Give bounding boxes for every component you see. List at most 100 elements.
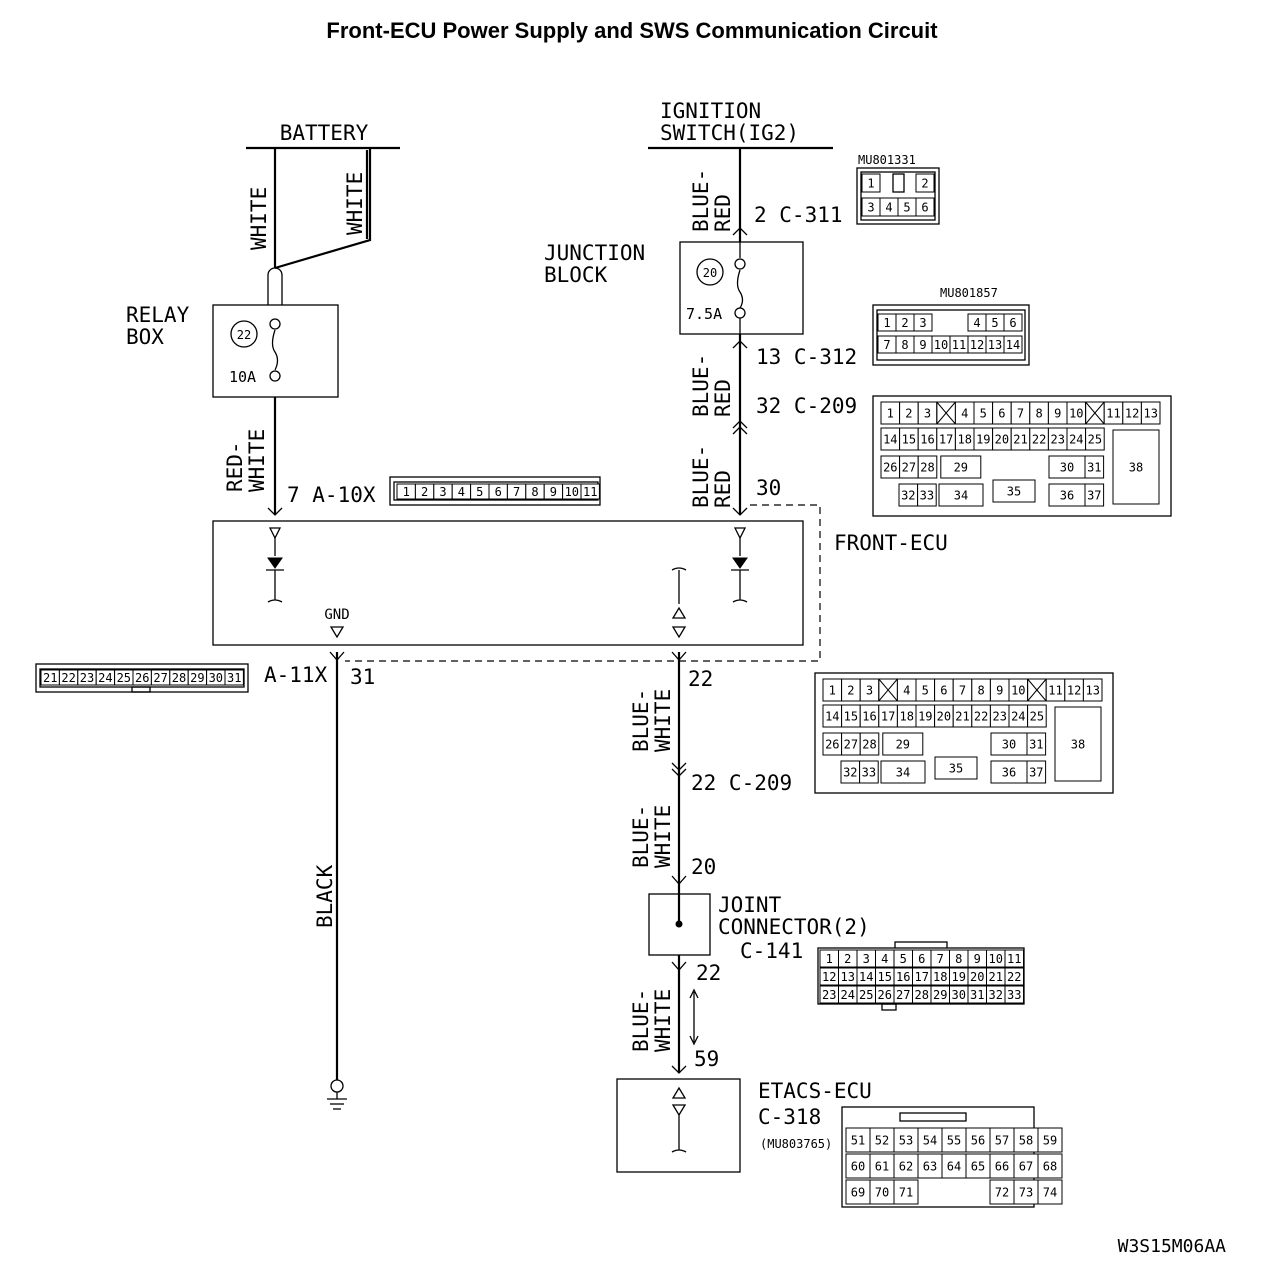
c311-part-number: MU801331 <box>858 153 916 167</box>
pin-number: 12 <box>822 970 836 984</box>
battery-circuit: BATTERY WHITE WHITE RELAY BOX 22 10A RED… <box>126 121 400 516</box>
wire-color-bw1-1: BLUE- <box>629 689 653 752</box>
pin-number: 24 <box>841 988 855 1002</box>
pin-31-label: 31 <box>350 665 375 689</box>
pin-number: 7 <box>1017 407 1024 421</box>
wire-color-bw2-1: BLUE- <box>629 805 653 868</box>
etacs-comm-down-arrow <box>671 1104 687 1117</box>
pin-number: 4 <box>881 952 888 966</box>
pin-number: 27 <box>902 461 916 475</box>
c209-top-connector-mark <box>732 420 748 435</box>
wire-color-blue-red-top-1: BLUE- <box>689 169 713 232</box>
comm-direction-arrows <box>689 988 699 1046</box>
pin-front30-label: 30 <box>756 476 781 500</box>
pin-number: 28 <box>915 988 929 1002</box>
pin-number: 74 <box>1043 1186 1057 1200</box>
etacs-connector-id: C-318 <box>758 1105 821 1129</box>
pin-number: 7 <box>883 338 890 352</box>
pin-number: 12 <box>1125 407 1139 421</box>
wire-color-bw2-2: WHITE <box>651 805 675 868</box>
joint-connector-id: C-141 <box>740 939 803 963</box>
pin-number: 24 <box>98 671 112 685</box>
pin-a11x-label: A-11X <box>264 663 328 687</box>
connector-cell <box>915 173 935 193</box>
wire-color-blue-red-top-2: RED <box>711 194 735 232</box>
pin-number: 23 <box>80 671 94 685</box>
pin-number: 28 <box>172 671 186 685</box>
pin-number: 25 <box>1088 433 1102 447</box>
pin-number: 5 <box>903 201 910 215</box>
pin-number: 31 <box>1087 461 1101 475</box>
pin-number: 2 <box>847 684 854 698</box>
relay-fuse-number-circle <box>230 320 258 348</box>
pin-number: 11 <box>1048 684 1062 698</box>
pin-number: 36 <box>1002 766 1016 780</box>
connector-cell <box>941 1153 967 1179</box>
wire-color-blue-red-low-1: BLUE- <box>689 445 713 508</box>
pin-number: 10 <box>989 952 1003 966</box>
jb-fuse-number: 20 <box>703 266 717 280</box>
unused-cavity-mark <box>1085 401 1105 425</box>
pin-number: 6 <box>1009 316 1016 330</box>
front-ecu-comm-lead <box>671 567 687 604</box>
connector-cell <box>915 197 935 217</box>
wire-color-red-white-1: RED- <box>223 441 247 492</box>
pin-number: 2 <box>901 316 908 330</box>
pin-c209-bottom-label: 22 C-209 <box>691 771 792 795</box>
connector-cell <box>1004 967 1024 986</box>
pin-number: 27 <box>844 738 858 752</box>
connector-cell <box>1003 335 1023 354</box>
front-ecu-input-right-end <box>732 570 748 603</box>
connector-cell <box>938 483 984 507</box>
pin-number: 6 <box>918 952 925 966</box>
connector-cell <box>1084 455 1105 479</box>
connector-cell <box>1085 427 1105 451</box>
front-ecu-comm-up-arrow <box>671 606 687 619</box>
pin-number: 7 <box>513 485 520 499</box>
pin-number: 3 <box>867 201 874 215</box>
pin-number: 5 <box>922 684 929 698</box>
pin-number: 11 <box>583 485 597 499</box>
white-wire-right <box>274 148 372 270</box>
pin-number: 52 <box>875 1134 889 1148</box>
front-ecu-diode-right <box>732 557 748 569</box>
front30-connector-mark <box>732 507 748 516</box>
connector-cell <box>893 1153 919 1179</box>
pin-number: 8 <box>955 952 962 966</box>
pin-number: 32 <box>843 766 857 780</box>
pin-number: 27 <box>153 671 167 685</box>
pin-number: 8 <box>1035 407 1042 421</box>
jb-fuse-terminal-top <box>734 258 746 270</box>
connector-cell <box>989 1179 1015 1205</box>
connector-cell <box>869 1153 895 1179</box>
pin20-connector-mark <box>671 875 687 885</box>
pin-number: 30 <box>209 671 223 685</box>
pin-number: 35 <box>1007 485 1021 499</box>
wire-color-white-left: WHITE <box>247 187 271 250</box>
junction-block <box>679 241 804 335</box>
pin-number: 10 <box>565 485 579 499</box>
pin-number: 8 <box>977 684 984 698</box>
connector-cell <box>1037 1179 1063 1205</box>
etacs-ecu-label: ETACS-ECU <box>758 1079 872 1103</box>
front-ecu: FRONT-ECU GND <box>212 504 948 662</box>
pin-number: 5 <box>900 952 907 966</box>
pin-number: 2 <box>921 177 928 191</box>
pin-number: 17 <box>939 433 953 447</box>
pin-number: 4 <box>458 485 465 499</box>
connector-cell <box>1054 706 1102 782</box>
connector-cell <box>1003 313 1023 332</box>
pin-22-label: 22 <box>688 667 713 691</box>
pin-number: 1 <box>829 684 836 698</box>
pin-number: 73 <box>1019 1186 1033 1200</box>
wire-color-red-white-2: WHITE <box>245 429 269 492</box>
pin-number: 24 <box>1011 710 1025 724</box>
pin-number: 4 <box>885 201 892 215</box>
a10x-connector-mark <box>267 507 283 516</box>
pin-number: 20 <box>970 970 984 984</box>
pin-number: 16 <box>862 710 876 724</box>
pin-number: 21 <box>1013 433 1027 447</box>
